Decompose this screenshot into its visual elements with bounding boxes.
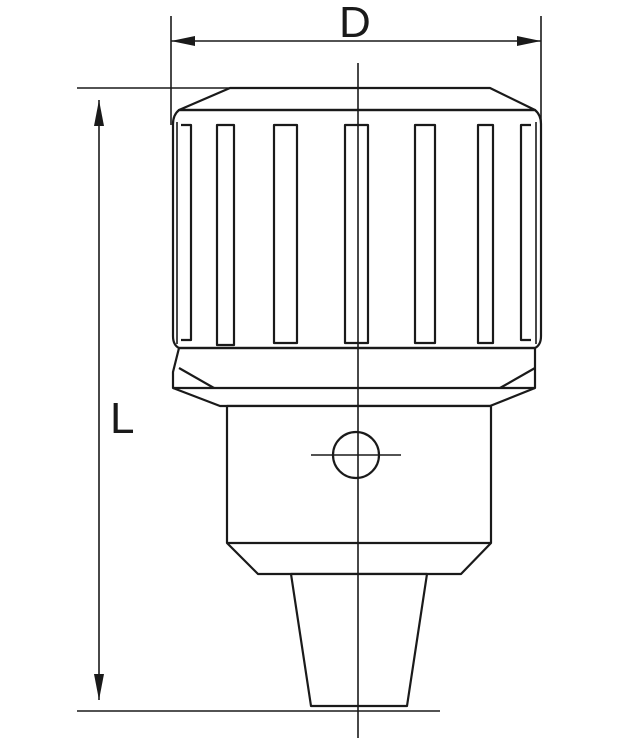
knurl-slot [343, 123, 370, 345]
diameter-arrow-left [171, 36, 195, 46]
knurl-slot [519, 123, 531, 342]
diameter-arrow-right [517, 36, 541, 46]
knurl-slots [176, 122, 537, 347]
lower-bevel-band-right [499, 367, 536, 389]
lower-bevel-band-left [178, 367, 215, 389]
key-hole [311, 430, 401, 480]
lower-bevel-outline [171, 346, 537, 408]
knurl-slot [215, 123, 236, 347]
diameter-label: D [339, 0, 371, 47]
taper-shank [289, 572, 429, 708]
length-dimension: L [77, 87, 440, 712]
knurl-slot [181, 123, 193, 342]
chuck-top-cap [177, 86, 537, 112]
length-arrow-bottom [94, 674, 104, 700]
diameter-dimension: D [170, 0, 542, 125]
knurl-slot [413, 123, 437, 345]
chuck-sleeve-body [171, 108, 543, 350]
sleeve-lower-bevel [171, 346, 537, 408]
length-arrow-top [94, 100, 104, 126]
length-label: L [110, 394, 134, 443]
knurl-slot [476, 123, 495, 345]
knurl-slot [272, 123, 299, 345]
